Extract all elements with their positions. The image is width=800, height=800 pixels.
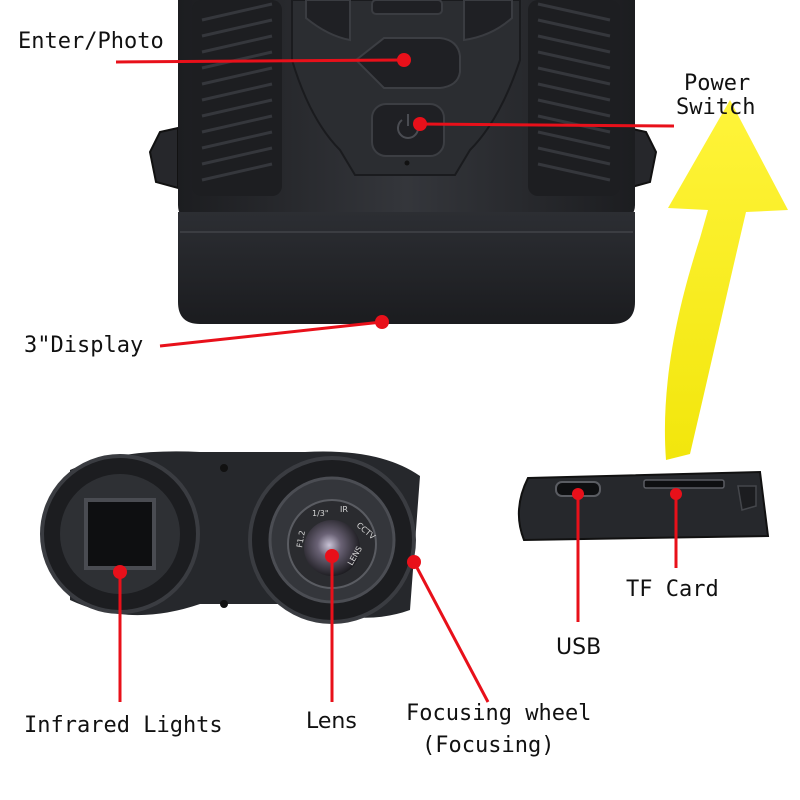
display-housing bbox=[178, 212, 635, 324]
callout-dot-infrared-lights bbox=[113, 565, 127, 579]
left-arrow-button[interactable] bbox=[305, 0, 351, 42]
lens-marking-f-ratio: F1.2 bbox=[295, 530, 307, 549]
side-latch bbox=[737, 485, 757, 511]
tf-card-slot bbox=[643, 479, 725, 489]
device-front-view: CCTV IR LENS F1.2 1/3" bbox=[40, 451, 420, 624]
lens-glass bbox=[304, 520, 360, 576]
label-display: 3"Display bbox=[24, 333, 144, 358]
device-rear-view bbox=[148, 0, 658, 324]
callout-line-power-switch bbox=[419, 122, 675, 128]
rotation-arrow bbox=[664, 100, 788, 460]
callout-dot-lens bbox=[325, 549, 339, 563]
callout-line-enter-photo bbox=[115, 58, 405, 64]
label-usb: USB bbox=[556, 635, 602, 660]
label-focusing-wheel-line1: Focusing wheel bbox=[406, 701, 592, 726]
microphone-hole bbox=[404, 160, 410, 166]
lens-marking-ir: IR bbox=[340, 505, 348, 514]
label-power-switch-line1: Power bbox=[684, 71, 751, 96]
front-screw-bottom bbox=[220, 600, 228, 608]
callout-dot-power-switch bbox=[413, 117, 427, 131]
label-power-switch-line2: Switch bbox=[676, 95, 756, 120]
callouts bbox=[113, 53, 682, 703]
infrared-light bbox=[84, 498, 156, 570]
label-enter-photo: Enter/Photo bbox=[18, 29, 164, 54]
callout-dot-focusing-wheel bbox=[407, 555, 421, 569]
callout-dot-tf-card bbox=[670, 488, 682, 500]
menu-button[interactable] bbox=[463, 0, 513, 42]
callout-dot-usb bbox=[572, 488, 584, 500]
callout-line-display bbox=[159, 320, 383, 348]
label-tf-card: TF Card bbox=[626, 577, 719, 602]
lens-marking-format: 1/3" bbox=[312, 509, 329, 518]
device-side-view bbox=[517, 470, 770, 542]
label-lens: Lens bbox=[306, 709, 357, 734]
callout-dot-display bbox=[375, 315, 389, 329]
front-screw-top bbox=[220, 464, 228, 472]
up-button[interactable] bbox=[371, 0, 443, 15]
callout-dot-enter-photo bbox=[397, 53, 411, 67]
label-infrared-lights: Infrared Lights bbox=[24, 713, 223, 738]
label-focusing-wheel-line2: (Focusing) bbox=[422, 733, 555, 758]
power-button[interactable] bbox=[371, 103, 445, 157]
left-strap-lug bbox=[148, 126, 179, 190]
callout-line-focusing-wheel bbox=[412, 561, 490, 703]
